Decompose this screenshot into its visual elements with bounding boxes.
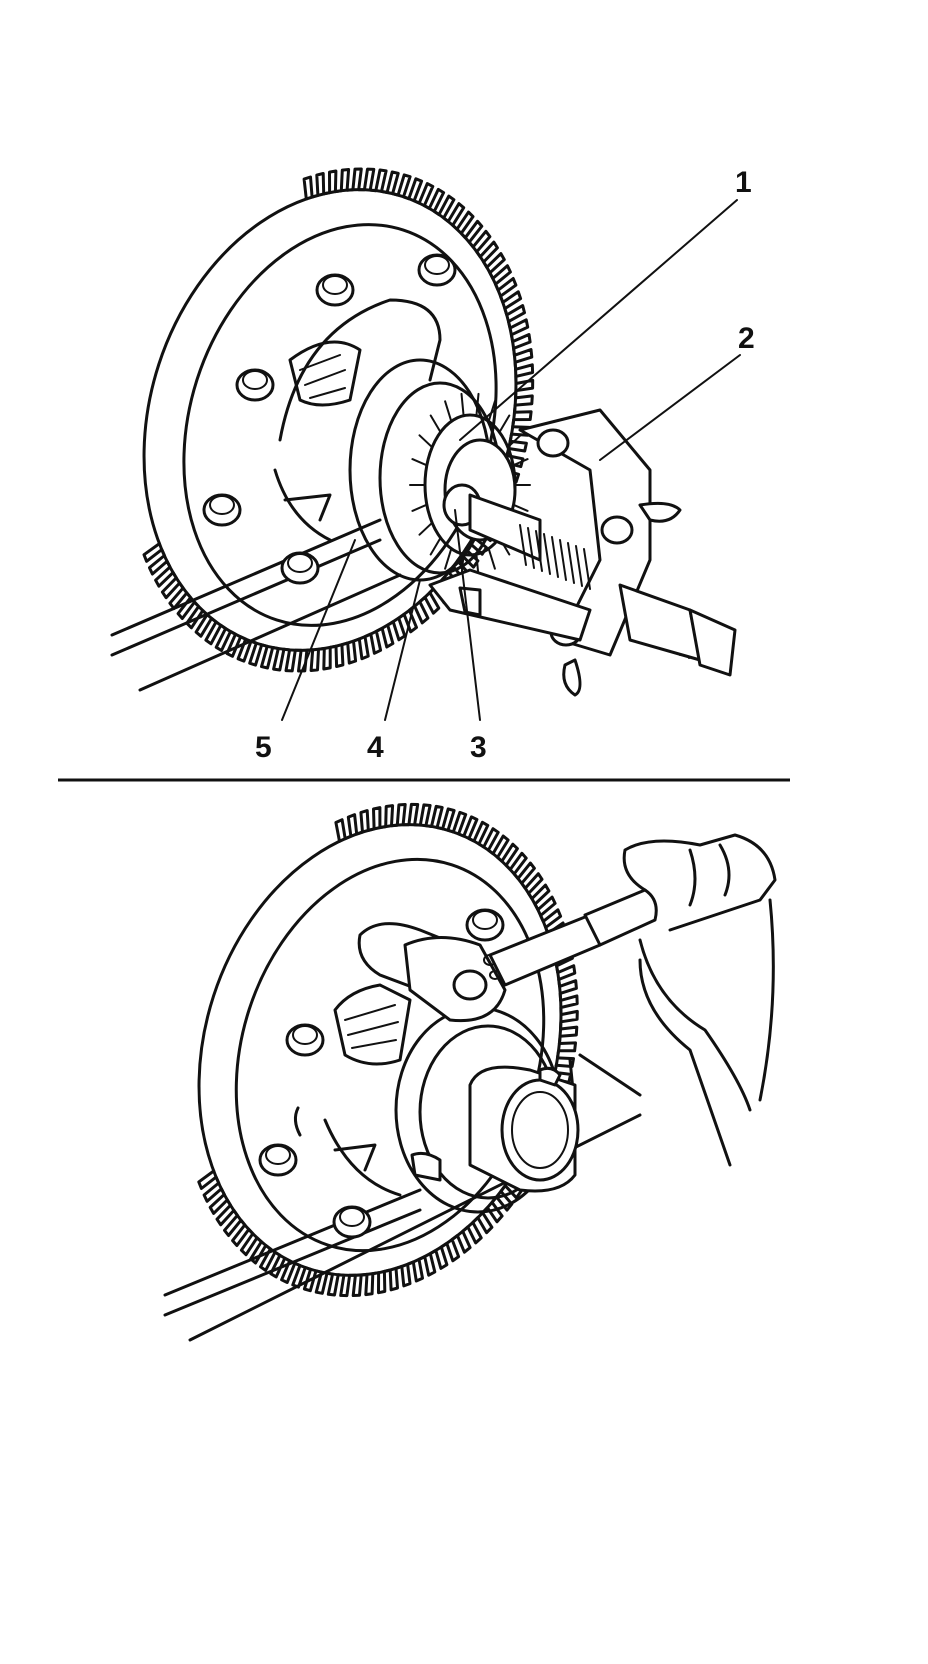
- callout-4: 4: [367, 731, 384, 764]
- bolt: [285, 1023, 325, 1057]
- bolt: [202, 493, 242, 527]
- bolt: [280, 551, 320, 585]
- bolt: [315, 273, 355, 307]
- callout-2: 2: [738, 322, 755, 355]
- top-bearing-puller: [428, 408, 737, 697]
- top-ring-gear-bolts: [202, 253, 457, 585]
- bolt: [417, 253, 457, 287]
- top-illustration: 1 2 3 4 5: [110, 166, 755, 764]
- bottom-ring-gear-bolts: [258, 908, 505, 1239]
- bottom-ratchet-wrench: [357, 888, 658, 1023]
- bolt: [258, 1143, 298, 1177]
- callout-5: 5: [255, 731, 272, 764]
- bottom-ring-gear: [197, 802, 579, 1298]
- bolt: [332, 1205, 372, 1239]
- top-support-rails: [110, 518, 402, 692]
- bottom-differential-case: [293, 983, 412, 1197]
- top-side-bearing: [348, 358, 531, 582]
- callout-3: 3: [470, 731, 487, 764]
- top-differential-case: [273, 298, 442, 542]
- bolt: [465, 908, 505, 942]
- bottom-bearing-adapter: [394, 1006, 580, 1214]
- callout-1: 1: [735, 166, 752, 199]
- bottom-illustration: [163, 802, 777, 1342]
- bottom-hand: [622, 833, 777, 1167]
- bolt: [235, 368, 275, 402]
- top-callout-leaders: [281, 199, 741, 721]
- top-callout-labels: 1 2 3 4 5: [255, 166, 755, 764]
